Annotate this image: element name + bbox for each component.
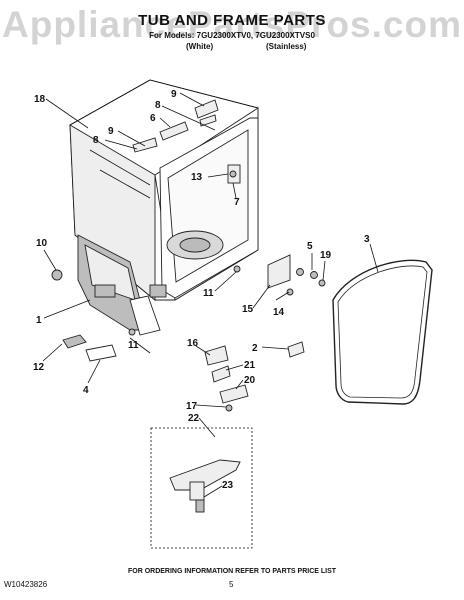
- callout-1: 1: [36, 315, 42, 326]
- variant-white: (White): [186, 42, 214, 51]
- callout-15: 15: [242, 304, 254, 315]
- callout-5: 5: [307, 241, 313, 252]
- callout-14: 14: [273, 307, 285, 318]
- callout-18: 18: [34, 94, 46, 105]
- callout-23: 23: [222, 480, 234, 491]
- callout-4: 4: [83, 385, 89, 396]
- leader-lines: [42, 92, 379, 498]
- tub-assembly: [69, 79, 259, 336]
- page-title: TUB AND FRAME PARTS: [138, 12, 326, 29]
- callout-2: 2: [252, 343, 258, 354]
- callout-11-lower: 11: [128, 340, 139, 351]
- callout-17: 17: [186, 401, 198, 412]
- callout-22: 22: [188, 413, 200, 424]
- callout-8-top: 8: [155, 100, 161, 111]
- variant-stainless: (Stainless): [266, 42, 307, 51]
- callout-19: 19: [320, 250, 332, 261]
- callout-6: 6: [150, 113, 156, 124]
- side-bracket-parts: [267, 254, 326, 296]
- callout-16: 16: [187, 338, 199, 349]
- callout-20: 20: [244, 375, 256, 386]
- loose-parts-left: [51, 265, 305, 362]
- ordering-note: FOR ORDERING INFORMATION REFER TO PARTS …: [127, 568, 337, 575]
- document-number: W10423826: [4, 580, 48, 589]
- watermark: AppliancePartsPros.com: [2, 4, 462, 45]
- callout-11-upper: 11: [203, 288, 214, 299]
- callout-12: 12: [33, 362, 45, 373]
- callout-10: 10: [36, 238, 48, 249]
- model-subtitle: For Models: 7GU2300XTV0, 7GU2300XTVS0: [149, 31, 315, 40]
- callout-labels: 18 9 8 6 9 8 13 7 10 1 11 11 12 4 15 14 …: [33, 89, 370, 491]
- callout-13: 13: [191, 172, 203, 183]
- callout-3: 3: [364, 234, 370, 245]
- callout-9-top: 9: [171, 89, 177, 100]
- callout-8-left: 8: [93, 135, 99, 146]
- lower-parts: [150, 345, 253, 549]
- callout-7: 7: [234, 197, 240, 208]
- callout-21: 21: [244, 360, 256, 371]
- door-gasket: [332, 259, 433, 405]
- page-number: 5: [229, 580, 234, 589]
- callout-9-left: 9: [108, 126, 114, 137]
